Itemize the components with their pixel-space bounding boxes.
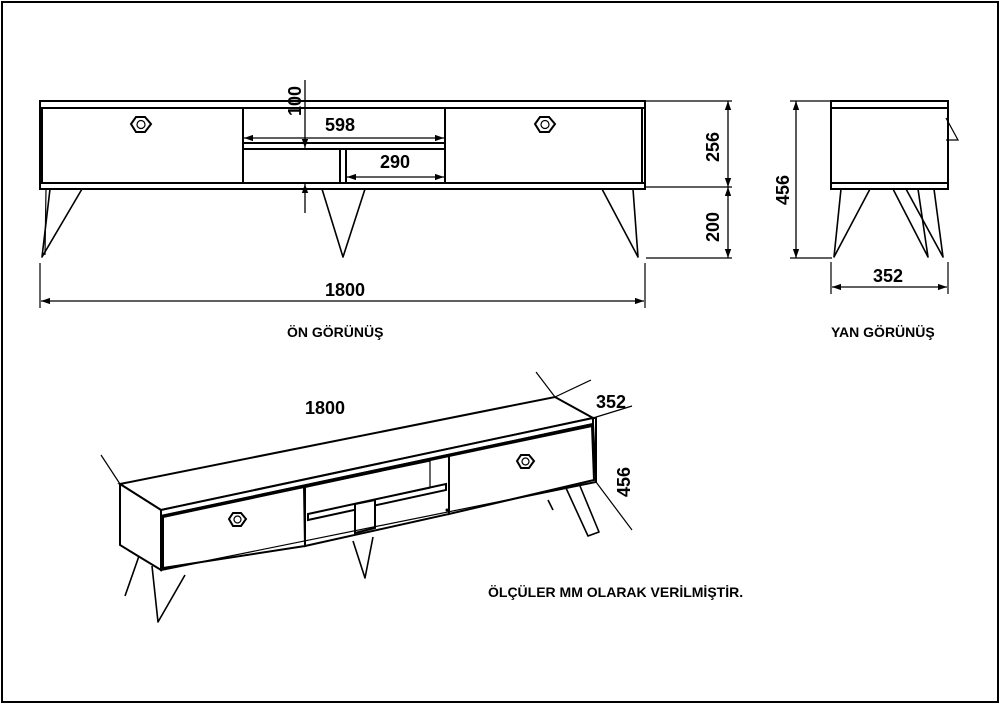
- side-drawer-front: [945, 117, 960, 141]
- front-divider: [339, 148, 347, 184]
- dim-598-label: 598: [325, 115, 355, 135]
- side-bottom-board: [830, 182, 949, 190]
- iso-depth-label: 352: [596, 392, 626, 412]
- front-leg-left: [41, 188, 83, 258]
- front-view-caption: ÖN GÖRÜNÜŞ: [287, 324, 383, 340]
- iso-divider: [354, 498, 376, 535]
- isometric-view: 1800 352 456: [100, 371, 634, 623]
- front-leg-right: [601, 188, 639, 258]
- side-body: [830, 107, 949, 184]
- iso-width-label: 1800: [305, 398, 345, 418]
- iso-right-knob-icon: [515, 454, 536, 469]
- side-view: 456 352 YAN GÖRÜNÜŞ: [773, 100, 960, 340]
- units-note: ÖLÇÜLER MM OLARAK VERİLMİŞTİR.: [488, 584, 743, 600]
- side-view-caption: YAN GÖRÜNÜŞ: [831, 324, 935, 340]
- iso-leg-right: [565, 485, 600, 537]
- front-left-drawer: [41, 107, 244, 184]
- iso-height-label: 456: [614, 467, 634, 497]
- right-knob-icon: [533, 116, 557, 133]
- iso-leg-front-left: [124, 555, 186, 623]
- side-leg-left: [833, 188, 871, 258]
- side-top-board: [830, 100, 949, 109]
- front-view: 100 598 290 256 200 1800 ÖN GÖRÜNÜŞ: [39, 80, 732, 340]
- dim-1800-label: 1800: [325, 280, 365, 300]
- side-leg-right-a: [892, 188, 929, 258]
- dim-290-label: 290: [380, 152, 410, 172]
- front-right-drawer: [444, 107, 643, 184]
- dim-456-label: 456: [773, 175, 793, 205]
- front-top-board: [39, 100, 646, 109]
- iso-leg-middle: [352, 536, 374, 579]
- dim-100-label: 100: [285, 86, 305, 116]
- side-leg-right-b: [905, 188, 944, 258]
- iso-left-knob-icon: [227, 512, 248, 527]
- dim-352-label: 352: [873, 266, 903, 286]
- dim-256-label: 256: [703, 132, 723, 162]
- left-knob-icon: [129, 116, 153, 133]
- dim-200-label: 200: [703, 212, 723, 242]
- front-leg-middle: [321, 188, 366, 258]
